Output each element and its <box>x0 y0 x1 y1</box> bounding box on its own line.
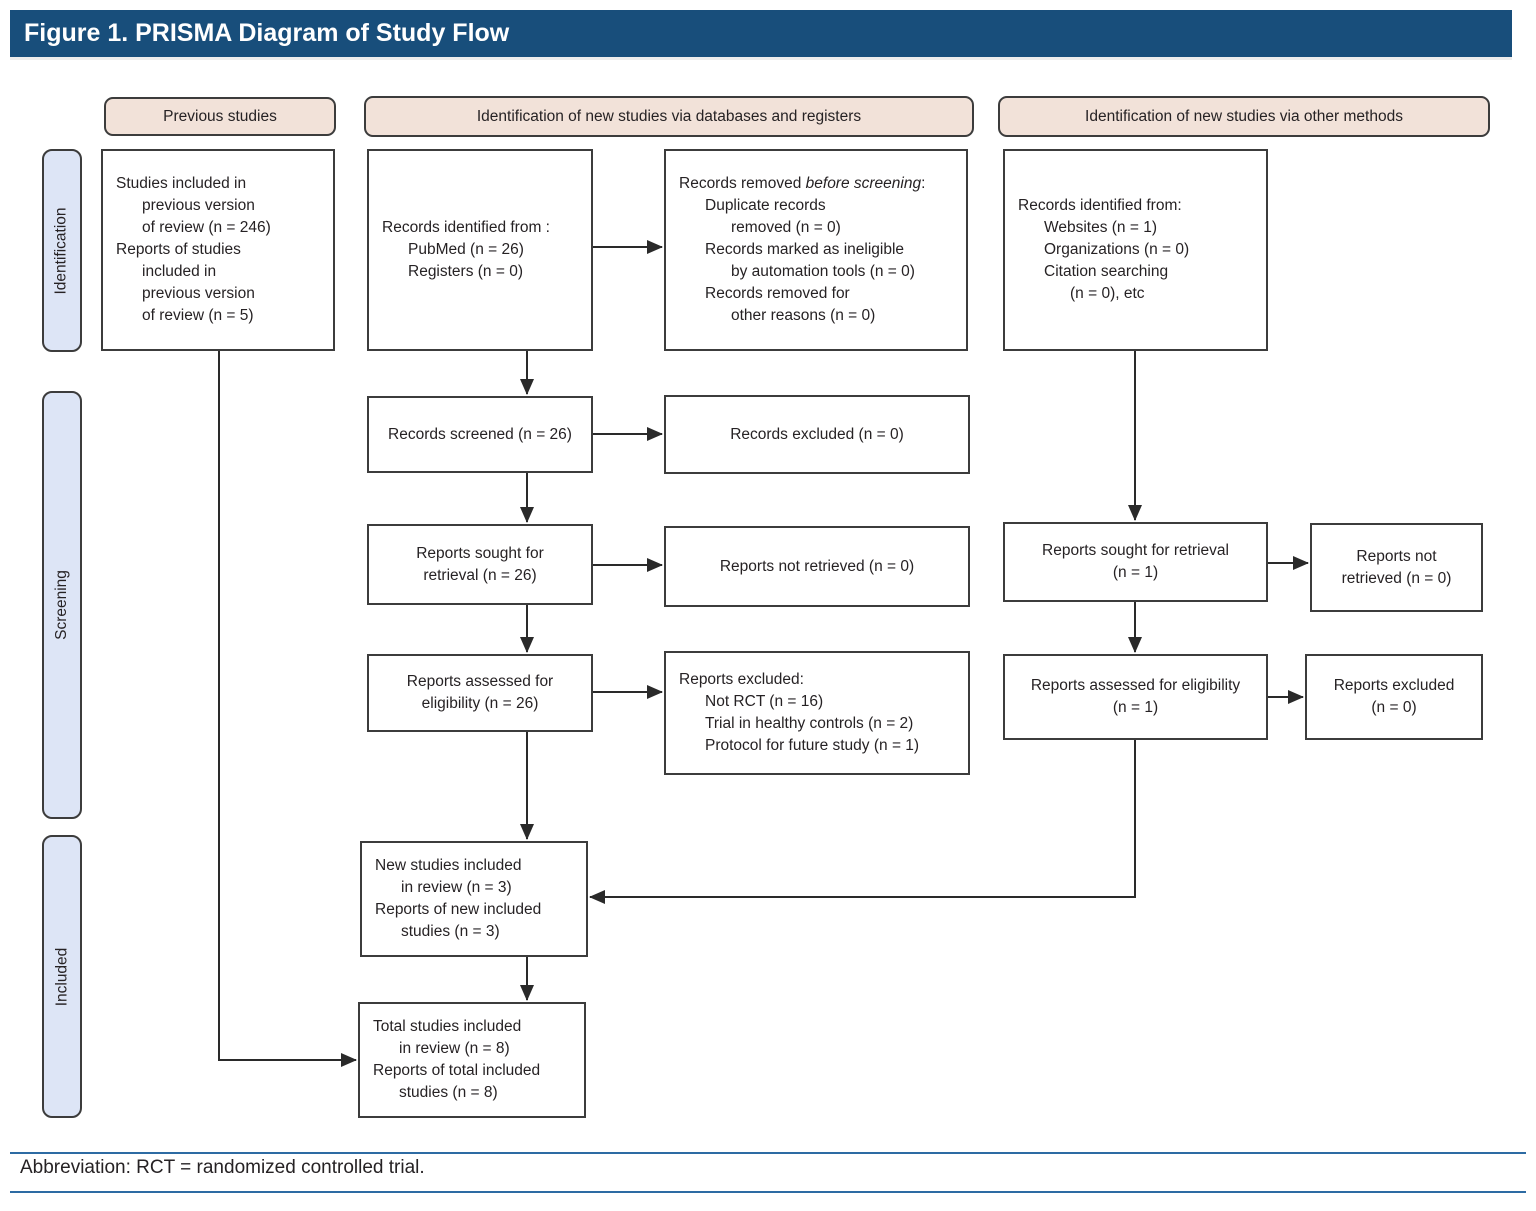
box-previous-studies: Studies included in previous version of … <box>101 149 335 351</box>
text-line: previous version <box>142 197 255 214</box>
text-line: Duplicate records <box>705 197 826 214</box>
text-line: Organizations (n = 0) <box>1044 241 1190 258</box>
column-header-other-methods: Identification of new studies via other … <box>998 96 1490 137</box>
box-new-studies-included: New studies included in review (n = 3) R… <box>360 841 588 957</box>
box-records-excluded: Records excluded (n = 0) <box>664 395 970 474</box>
figure-title-bar: Figure 1. PRISMA Diagram of Study Flow <box>10 10 1512 57</box>
text-line: Reports assessed for <box>406 673 554 690</box>
text-line: in review (n = 8) <box>399 1040 510 1057</box>
rail-label: Identification <box>53 206 70 295</box>
box-records-screened: Records screened (n = 26) <box>367 396 593 473</box>
text-line: by automation tools (n = 0) <box>731 263 915 280</box>
rail-identification: Identification <box>42 149 82 352</box>
text-line: (n = 1) <box>1112 699 1159 716</box>
column-header-previous-studies: Previous studies <box>104 97 336 136</box>
text-line: Websites (n = 1) <box>1044 219 1157 236</box>
text-line: eligibility (n = 26) <box>421 695 539 712</box>
text-line: previous version <box>142 285 255 302</box>
text-line: Reports not retrieved (n = 0) <box>719 557 915 575</box>
text-line: retrieval (n = 26) <box>423 566 537 584</box>
text-line: included in <box>142 263 217 280</box>
text-line: (n = 1) <box>1112 564 1159 581</box>
text-line: Reports of new included <box>375 901 542 918</box>
text-line: Reports excluded <box>1333 677 1455 694</box>
text-line: Studies included in <box>116 175 247 192</box>
column-header-label: Previous studies <box>163 107 277 125</box>
column-header-label: Identification of new studies via databa… <box>476 107 862 125</box>
text-line: Reports excluded: <box>679 671 804 688</box>
box-reports-assessed-other: Reports assessed for eligibility (n = 1) <box>1003 654 1268 740</box>
box-records-removed: Records removed before screening: Duplic… <box>664 149 968 351</box>
rail-included: Included <box>42 835 82 1118</box>
box-reports-excluded-databases: Reports excluded: Not RCT (n = 16) Trial… <box>664 651 970 775</box>
box-total-studies-included: Total studies included in review (n = 8)… <box>358 1002 586 1118</box>
text-line: Records excluded (n = 0) <box>730 425 904 443</box>
text-line: removed (n = 0) <box>731 219 841 236</box>
box-reports-excluded-other: Reports excluded (n = 0) <box>1305 654 1483 740</box>
text-line: Total studies included <box>373 1018 522 1035</box>
box-reports-assessed-databases: Reports assessed for eligibility (n = 26… <box>367 654 593 732</box>
box-reports-not-retrieved-other: Reports not retrieved (n = 0) <box>1310 523 1483 612</box>
text-line: of review (n = 5) <box>142 307 254 324</box>
text-line: in review (n = 3) <box>401 879 512 896</box>
box-reports-sought-databases: Reports sought for retrieval (n = 26) <box>367 524 593 605</box>
text-line: Records identified from: <box>1018 197 1182 214</box>
text-segment-italic: before screening <box>805 175 922 192</box>
box-records-identified-other: Records identified from: Websites (n = 1… <box>1003 149 1268 351</box>
text-line: other reasons (n = 0) <box>731 307 876 324</box>
text-line: Reports of total included <box>373 1062 541 1079</box>
text-line: New studies included <box>375 857 522 874</box>
text-line: Reports not <box>1356 547 1437 565</box>
text-line: Records marked as ineligible <box>705 241 905 258</box>
column-header-databases: Identification of new studies via databa… <box>364 96 974 137</box>
text-line: studies (n = 8) <box>399 1084 498 1101</box>
text-line: retrieved (n = 0) <box>1341 569 1452 587</box>
text-line: of review (n = 246) <box>142 219 271 236</box>
abbreviation-note: Abbreviation: RCT = randomized controlle… <box>20 1157 425 1178</box>
text-line: studies (n = 3) <box>401 923 500 940</box>
text-segment: Records removed <box>679 175 806 192</box>
text-line: Records removed before screening: <box>679 173 953 195</box>
figure-title: Figure 1. PRISMA Diagram of Study Flow <box>24 19 510 47</box>
footer-rule-top <box>10 1152 1526 1154</box>
rail-label: Included <box>53 947 71 1006</box>
text-line: Trial in healthy controls (n = 2) <box>705 715 914 732</box>
text-line: Reports sought for retrieval <box>1042 542 1229 559</box>
box-reports-sought-other: Reports sought for retrieval (n = 1) <box>1003 522 1268 602</box>
text-line: Reports sought for <box>416 544 544 562</box>
box-records-identified-databases: Records identified from : PubMed (n = 26… <box>367 149 593 351</box>
text-segment: : <box>921 175 926 192</box>
box-reports-not-retrieved-databases: Reports not retrieved (n = 0) <box>664 526 970 607</box>
rail-screening: Screening <box>42 391 82 819</box>
text-line: Registers (n = 0) <box>408 263 524 280</box>
text-line: Records identified from : <box>382 219 550 236</box>
arrow-previous-to-total <box>218 351 357 1067</box>
text-line: PubMed (n = 26) <box>408 241 524 258</box>
column-header-label: Identification of new studies via other … <box>1085 107 1403 125</box>
text-line: Records removed for <box>705 285 850 302</box>
text-line: Not RCT (n = 16) <box>705 693 824 710</box>
text-line: Citation searching <box>1044 263 1169 280</box>
footer-rule-bottom <box>10 1191 1526 1193</box>
text-line: Records screened (n = 26) <box>388 425 572 443</box>
text-line: (n = 0), etc <box>1070 285 1145 302</box>
text-line: Protocol for future study (n = 1) <box>705 737 920 754</box>
text-line: (n = 0) <box>1371 699 1417 716</box>
rail-label: Screening <box>53 570 71 640</box>
text-line: Reports of studies <box>116 241 241 258</box>
text-line: Reports assessed for eligibility <box>1030 677 1241 694</box>
